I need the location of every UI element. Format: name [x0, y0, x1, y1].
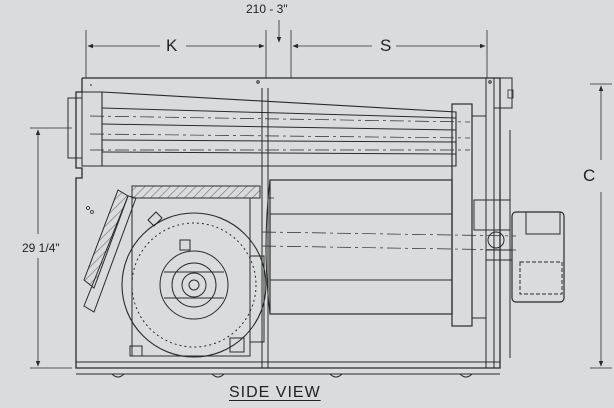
- height-dimension-label: 29 1/4": [22, 241, 60, 255]
- burner-plate: [451, 77, 513, 369]
- dimension-c-label: C: [583, 166, 596, 185]
- top-dimension-label: 210 - 3": [246, 2, 288, 16]
- dimension-s-label: S: [380, 36, 392, 55]
- dimension-lines: [30, 20, 612, 369]
- blower-assembly: [121, 185, 267, 358]
- combustion-chamber: [249, 179, 517, 343]
- hardware-details: [86, 89, 514, 214]
- air-filter: [83, 189, 137, 313]
- view-title: SIDE VIEW: [229, 384, 321, 401]
- dimension-k-label: K: [166, 36, 178, 55]
- oil-burner: [473, 199, 565, 303]
- tube-bundle: [67, 91, 471, 167]
